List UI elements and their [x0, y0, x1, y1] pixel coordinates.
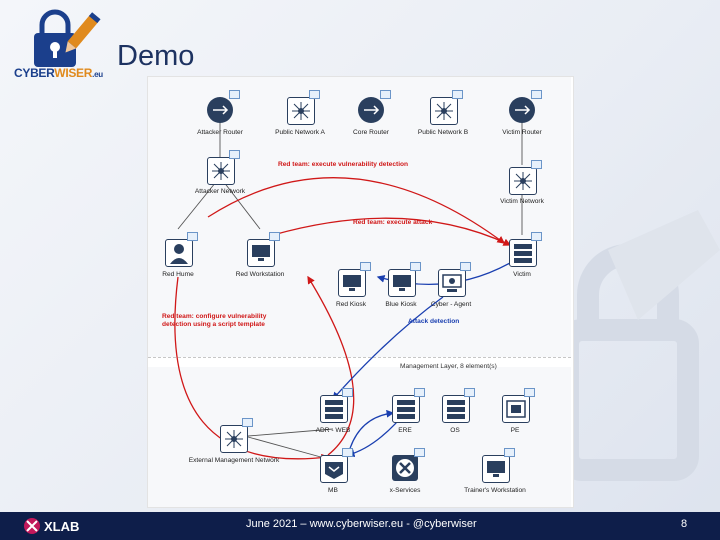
attacker-router-node [203, 90, 240, 127]
annotation-attack-detection: Attack detection [408, 318, 460, 325]
trainers-workstation-label: Trainer's Workstation [464, 487, 526, 494]
victim-router-node [505, 90, 542, 127]
mb-icon [325, 462, 343, 479]
red-kiosk-node [334, 262, 371, 299]
layer-separator [148, 357, 571, 368]
footer-bar [0, 512, 720, 540]
victim-label: Victim [513, 271, 531, 278]
footer-text: June 2021 – www.cyberwiser.eu - @cyberwi… [246, 518, 477, 530]
kiosk-icon [343, 275, 361, 291]
attacker-network-node [203, 150, 240, 187]
router-icon [515, 105, 531, 115]
annotation-red-detection: Red team: execute vulnerability detectio… [278, 161, 409, 168]
slide-title: Demo [117, 40, 195, 72]
network-icon [435, 102, 453, 120]
mb-node [316, 448, 353, 485]
workstation-icon [487, 461, 505, 477]
network-icon [225, 430, 243, 448]
x-services-node [388, 448, 425, 485]
red-hume-label: Red Hume [162, 271, 194, 278]
annotation-red-configure-2: detection using a script template [162, 321, 265, 328]
pencil-icon [65, 12, 101, 53]
red-kiosk-label: Red Kiosk [335, 301, 367, 308]
pe-label: PE [510, 427, 520, 434]
victim-network-label: Victim Network [500, 198, 544, 205]
blue-kiosk-node [384, 262, 421, 299]
victim-router-label: Victim Router [502, 129, 542, 136]
adr-web-label: ADR - WEB [315, 427, 351, 434]
public-network-b-label: Public Network B [417, 129, 469, 136]
kiosk-icon [393, 275, 411, 291]
adr-web-node [316, 388, 353, 425]
network-diagram: Attacker Router Public Network A Core Ro… [147, 76, 574, 508]
router-icon [364, 105, 380, 115]
ere-node [388, 388, 425, 425]
page-number: 8 [681, 518, 688, 530]
cyberwiser-logo [34, 9, 101, 67]
cyber-agent-label: Cyber - Agent [430, 301, 472, 308]
xlab-brand: XLAB [44, 519, 79, 534]
mb-label: MB [328, 487, 338, 494]
cyber-agent-node [434, 262, 471, 299]
public-network-a-node [283, 90, 320, 127]
connection-lines [174, 109, 523, 462]
hacker-icon [170, 244, 188, 264]
annotation-red-attack: Red team: execute attack [353, 219, 433, 226]
external-management-network-label: External Management Network [188, 457, 280, 464]
workstation-icon [252, 245, 270, 261]
victim-network-node [505, 160, 542, 197]
scenario-zone [148, 77, 571, 357]
public-network-b-node [426, 90, 463, 127]
management-layer-label: Management Layer, 8 element(s) [400, 363, 497, 370]
annotation-red-configure-1: Red team: configure vulnerability [162, 313, 267, 320]
core-router-label: Core Router [353, 129, 389, 136]
external-management-network-node [216, 418, 253, 455]
core-router-node [354, 90, 391, 127]
trainers-workstation-node [478, 448, 515, 485]
router-icon [213, 105, 229, 115]
network-icon [514, 172, 532, 190]
xlab-mark-icon [24, 518, 40, 534]
lock-icon [34, 9, 76, 67]
agent-icon [442, 274, 462, 292]
pe-icon [506, 400, 526, 418]
xservices-icon [396, 459, 414, 477]
blue-kiosk-label: Blue Kiosk [385, 301, 417, 308]
server-icon [397, 400, 415, 419]
attacker-network-label: Attacker Network [194, 188, 246, 195]
attacker-router-label: Attacker Router [197, 129, 243, 136]
network-icon [292, 102, 310, 120]
ere-label: ERE [398, 427, 412, 434]
os-node [438, 388, 475, 425]
red-workstation-label: Red Workstation [235, 271, 285, 278]
server-icon [325, 400, 343, 419]
red-hume-node [161, 232, 198, 269]
xlab-logo: XLAB [24, 518, 79, 534]
network-icon [212, 162, 230, 180]
red-workstation-node [243, 232, 280, 269]
server-icon [447, 400, 465, 419]
victim-node [505, 232, 542, 269]
public-network-a-label: Public Network A [275, 129, 325, 136]
pe-node [498, 388, 535, 425]
os-label: OS [450, 427, 460, 434]
server-icon [514, 244, 532, 263]
brand-wordmark: CYBERWISER.eu [14, 66, 103, 80]
x-services-label: x-Services [389, 487, 421, 494]
